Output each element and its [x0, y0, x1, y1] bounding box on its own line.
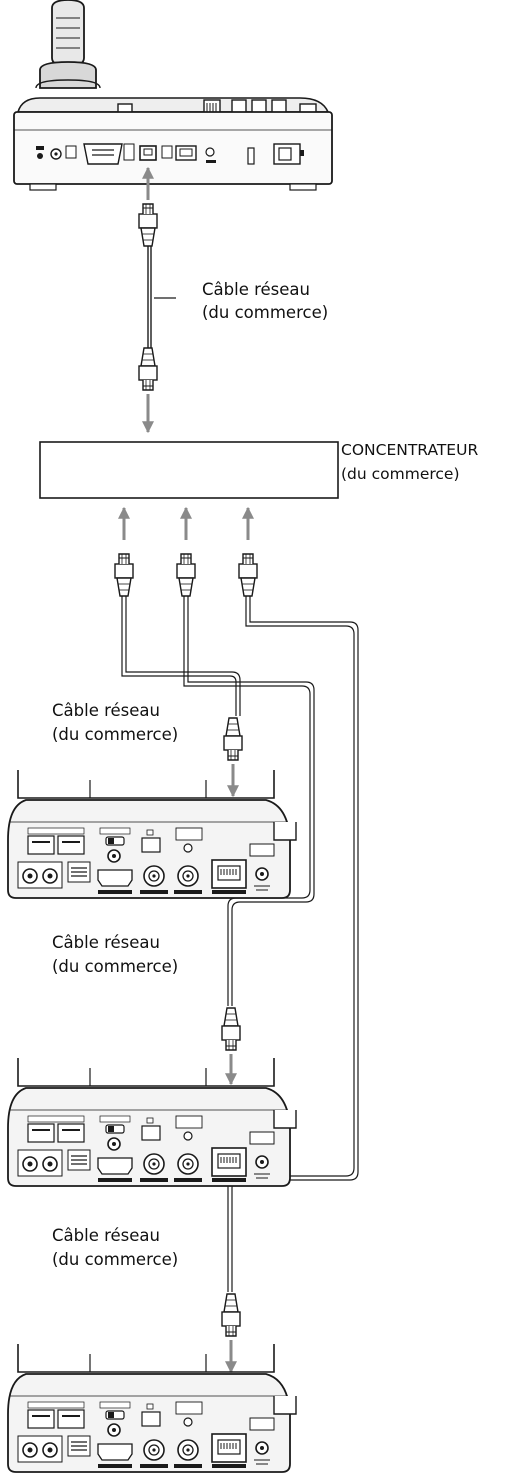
- camera-2-plug: [221, 1007, 241, 1086]
- camera-1-plug: [223, 717, 243, 798]
- cable-label-top-sub: (du commerce): [202, 303, 328, 322]
- cable-label-camera-1: Câble réseau: [52, 701, 160, 720]
- network-cable-controller: [138, 166, 176, 434]
- cable-label-camera-2-sub: (du commerce): [52, 957, 178, 976]
- remote-controller: [13, 0, 333, 191]
- hub-port-arrows: [118, 506, 254, 540]
- cable-label-camera-1-sub: (du commerce): [52, 725, 178, 744]
- hub-box: [39, 441, 339, 499]
- cable-label-camera-2: Câble réseau: [52, 933, 160, 952]
- cable-label-camera-3-sub: (du commerce): [52, 1250, 178, 1269]
- hub-plugs: [114, 553, 258, 597]
- cable-label-camera-3: Câble réseau: [52, 1226, 160, 1245]
- camera-2: [7, 1057, 297, 1187]
- camera-3: [7, 1343, 297, 1473]
- camera-1: [7, 769, 297, 899]
- hub-label-sub: (du commerce): [341, 465, 460, 483]
- camera-3-plug: [221, 1293, 241, 1374]
- cable-label-top: Câble réseau: [202, 280, 310, 299]
- hub-label: CONCENTRATEUR: [341, 441, 478, 459]
